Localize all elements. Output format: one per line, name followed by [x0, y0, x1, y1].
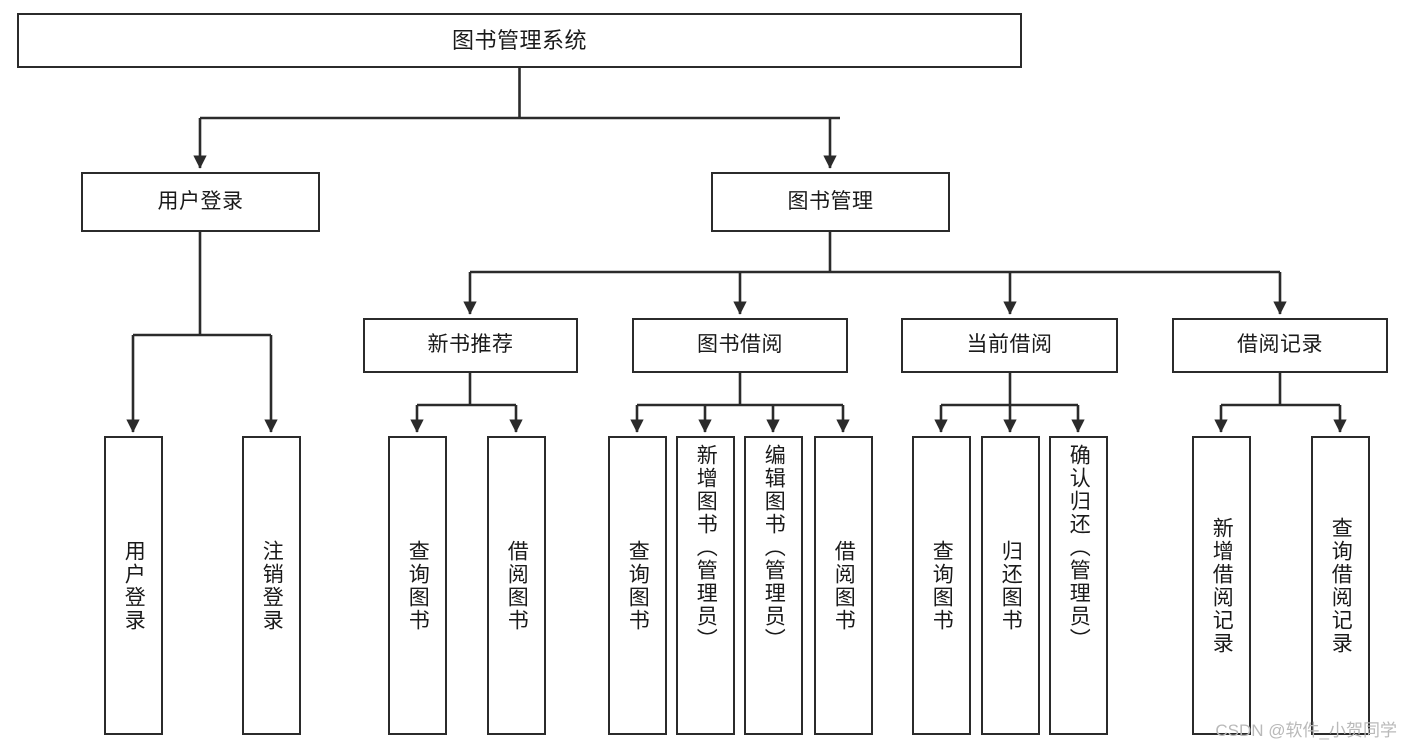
leaf-book-borrow-borrow-books[interactable]: 借阅图书: [814, 436, 873, 735]
leaf-user-login-logout[interactable]: 注销登录: [242, 436, 301, 735]
leaf-book-borrow-edit-book-admin[interactable]: 编辑图书（管理员）: [744, 436, 803, 735]
node-root-book-management-system[interactable]: 图书管理系统: [17, 13, 1022, 68]
watermark-text: CSDN @软件_小贺同学: [1215, 721, 1397, 740]
node-new-book-recommendation[interactable]: 新书推荐: [363, 318, 578, 373]
leaf-new-book-query-books[interactable]: 查询图书: [388, 436, 447, 735]
leaf-book-borrow-query-books[interactable]: 查询图书: [608, 436, 667, 735]
node-label: 编辑图书（管理员）: [762, 444, 786, 651]
leaf-current-borrow-confirm-return-admin[interactable]: 确认归还（管理员）: [1049, 436, 1108, 735]
node-label: 当前借阅: [966, 333, 1053, 357]
node-current-borrow[interactable]: 当前借阅: [901, 318, 1118, 373]
node-label: 查询图书: [626, 539, 650, 632]
leaf-new-book-borrow-books[interactable]: 借阅图书: [487, 436, 546, 735]
leaf-book-borrow-add-book-admin[interactable]: 新增图书（管理员）: [676, 436, 735, 735]
node-label: 借阅图书: [505, 539, 529, 632]
node-label: 新增图书（管理员）: [694, 444, 718, 651]
node-label: 用户登录: [157, 189, 244, 213]
node-label: 查询借阅记录: [1329, 516, 1353, 655]
node-book-management[interactable]: 图书管理: [711, 172, 950, 232]
node-label: 注销登录: [260, 539, 284, 632]
leaf-borrow-record-add-record[interactable]: 新增借阅记录: [1192, 436, 1251, 735]
node-borrow-record[interactable]: 借阅记录: [1172, 318, 1388, 373]
node-label: 借阅记录: [1237, 333, 1323, 357]
node-label: 图书管理系统: [451, 27, 587, 53]
node-user-login[interactable]: 用户登录: [81, 172, 320, 232]
node-label: 新书推荐: [427, 333, 514, 357]
node-label: 新增借阅记录: [1210, 516, 1234, 655]
node-label: 借阅图书: [832, 539, 856, 632]
leaf-current-borrow-return-books[interactable]: 归还图书: [981, 436, 1040, 735]
node-label: 查询图书: [406, 539, 430, 632]
leaf-borrow-record-query-record[interactable]: 查询借阅记录: [1311, 436, 1370, 735]
leaf-current-borrow-query-books[interactable]: 查询图书: [912, 436, 971, 735]
node-label: 查询图书: [930, 539, 954, 632]
node-label: 图书管理: [787, 189, 874, 213]
node-label: 确认归还（管理员）: [1067, 444, 1091, 651]
node-label: 用户登录: [122, 539, 146, 632]
node-book-borrow[interactable]: 图书借阅: [632, 318, 848, 373]
leaf-user-login-login[interactable]: 用户登录: [104, 436, 163, 735]
node-label: 归还图书: [999, 539, 1023, 632]
node-label: 图书借阅: [697, 333, 783, 357]
